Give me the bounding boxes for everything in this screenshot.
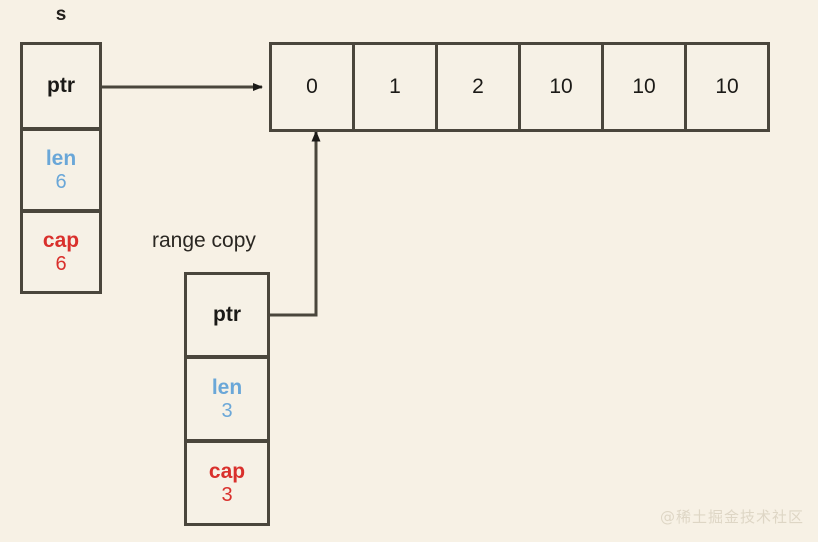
slice-header-label: s [55, 4, 67, 25]
copy-header-len-cell: len 3 [184, 356, 270, 442]
array-cell: 1 [352, 42, 438, 132]
copy-header-cap-cell: cap 3 [184, 440, 270, 526]
array-cell-value: 10 [632, 75, 656, 99]
range-copy-label: range copy [152, 229, 256, 252]
copy-header-ptr-label: ptr [213, 303, 241, 327]
watermark-text: @稀土掘金技术社区 [660, 508, 805, 526]
array-cell: 10 [684, 42, 770, 132]
array-cell: 0 [269, 42, 355, 132]
array-cell-value: 0 [306, 75, 318, 99]
copy-header-cap-label: cap [208, 460, 246, 484]
array-cell-value: 10 [549, 75, 573, 99]
wire-copy-ptr-to-array [269, 130, 321, 317]
copy-header-ptr-cell: ptr [184, 272, 270, 358]
slice-header-ptr-label: ptr [47, 74, 75, 98]
slice-header-len-cell: len 6 [20, 128, 102, 212]
slice-header-cap-label: cap [42, 229, 80, 253]
copy-header-cap-value: 3 [221, 483, 233, 506]
slice-header-cap-value: 6 [55, 252, 67, 275]
array-cell-value: 2 [472, 75, 484, 99]
array-cell-value: 10 [715, 75, 739, 99]
copy-header-len-value: 3 [221, 399, 233, 422]
array-cell: 10 [518, 42, 604, 132]
slice-header-cap-cell: cap 6 [20, 210, 102, 294]
array-cell: 2 [435, 42, 521, 132]
copy-header-len-label: len [211, 376, 243, 400]
slice-header-ptr-cell: ptr [20, 42, 102, 130]
array-cell: 10 [601, 42, 687, 132]
slice-header-len-label: len [45, 147, 77, 171]
slice-header-len-value: 6 [55, 170, 67, 193]
array-cell-value: 1 [389, 75, 401, 99]
